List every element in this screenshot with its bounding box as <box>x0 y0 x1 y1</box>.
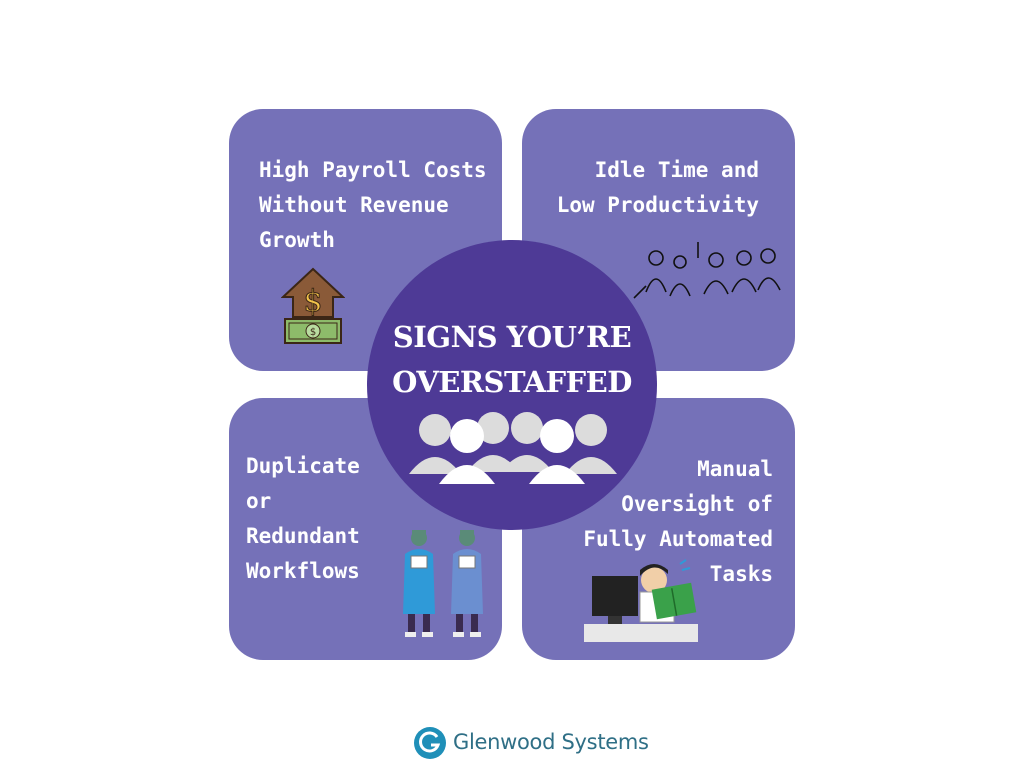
svg-text:$: $ <box>310 327 316 338</box>
svg-text:$: $ <box>303 284 322 319</box>
card-duplicate-workflows-text: Duplicate or Redundant Workflows <box>246 454 360 583</box>
idle-people-sketch-icon <box>633 242 781 299</box>
card-idle-time: Idle Time and Low Productivity <box>522 109 795 371</box>
medical-workers-icon <box>403 530 483 637</box>
brand-name: Glenwood Systems <box>453 730 649 754</box>
center-title-line1: SIGNS YOU’RE <box>392 320 632 354</box>
card-manual-oversight-text: Manual Oversight of Fully Automated Task… <box>583 457 773 586</box>
card-high-payroll: High Payroll Costs Without Revenue Growt… <box>229 109 502 371</box>
brand-logo: Glenwood Systems <box>409 724 649 764</box>
man-at-computer-icon <box>584 559 698 642</box>
people-group-icon <box>409 412 617 484</box>
card-idle-time-text: Idle Time and Low Productivity <box>556 158 759 217</box>
card-high-payroll-text: High Payroll Costs Without Revenue Growt… <box>259 158 487 252</box>
house-dollar-icon: $ $ <box>281 267 345 344</box>
center-title-line2: OVERSTAFFED <box>392 365 632 399</box>
glenwood-logo-icon <box>414 727 446 759</box>
center-circle: SIGNS YOU’RE OVERSTAFFED <box>367 240 657 530</box>
